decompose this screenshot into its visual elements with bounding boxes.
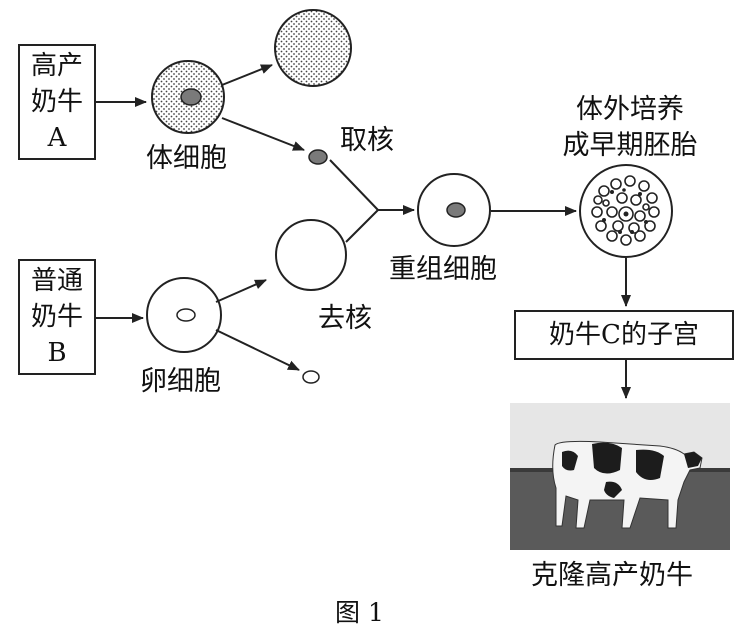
cloned-cow-photo: [510, 403, 730, 550]
cow-b-box: 普通 奶牛 B: [18, 259, 96, 375]
early-embryo: [579, 164, 673, 258]
removed-egg-nucleus: [302, 370, 320, 384]
culture-line2: 成早期胚胎: [562, 130, 698, 161]
join-egg-branch: [345, 209, 379, 243]
extracted-nucleus: [308, 149, 328, 165]
cow-a-line1: 高产: [30, 51, 83, 81]
cow-silhouette-icon: [552, 440, 703, 529]
arrow-egg-to-enucleated: [215, 279, 267, 303]
cow-a-box: 高产 奶牛 A: [18, 44, 96, 160]
take-nucleus-label: 取核: [340, 125, 394, 156]
egg-cell-label: 卵细胞: [140, 366, 221, 397]
figure-caption: 图 1: [335, 598, 384, 627]
reconstructed-cell: [417, 173, 491, 247]
clone-result-label: 克隆高产奶牛: [531, 560, 693, 591]
uterus-label: 奶牛C的子宫: [549, 320, 699, 350]
uterus-box: 奶牛C的子宫: [514, 310, 734, 360]
arrow-somatic-to-nucleus: [221, 117, 305, 151]
enucleate-label: 去核: [318, 303, 372, 334]
egg-cell: [146, 277, 222, 353]
reconstructed-cell-label: 重组细胞: [389, 254, 497, 285]
somatic-cytoplasm: [274, 9, 352, 87]
cow-a-line3: A: [47, 123, 67, 153]
cow-b-line3: B: [47, 338, 67, 368]
somatic-cell-label: 体细胞: [146, 143, 227, 174]
cow-b-line2: 奶牛: [30, 302, 83, 332]
culture-label: 体外培养 成早期胚胎: [555, 92, 705, 164]
arrow-egg-to-nucleus: [215, 329, 300, 371]
enucleated-egg: [275, 219, 347, 291]
cow-a-line2: 奶牛: [30, 87, 83, 117]
join-nucleus-branch: [329, 159, 379, 211]
culture-line1: 体外培养: [576, 94, 684, 125]
cow-b-line1: 普通: [30, 266, 83, 296]
arrow-somatic-to-cytoplasm: [221, 64, 273, 86]
somatic-cell: [151, 60, 225, 134]
